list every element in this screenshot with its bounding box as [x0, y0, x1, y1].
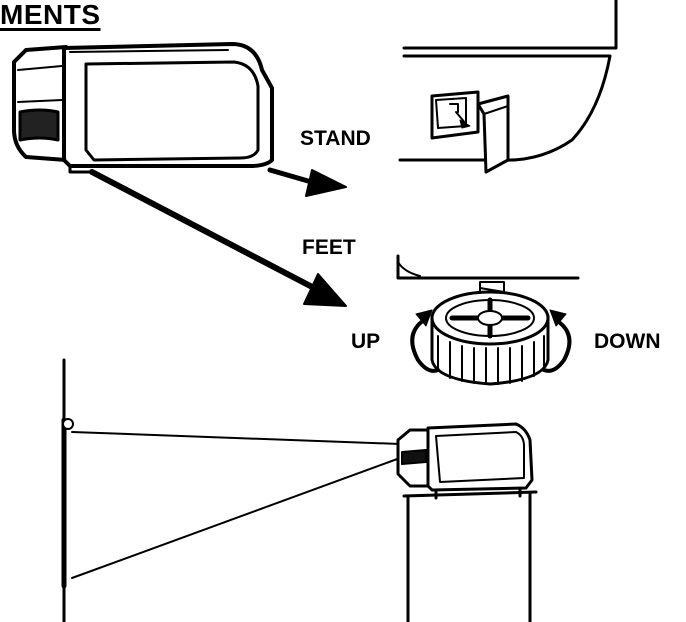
up-label: UP	[351, 330, 381, 353]
table	[402, 490, 538, 622]
projector-top-view	[12, 42, 274, 174]
projection-screen	[61, 358, 74, 622]
down-label: DOWN	[594, 330, 661, 353]
feet-label: FEET	[302, 236, 356, 259]
foot-adjuster-detail	[396, 254, 580, 386]
stand-label: STAND	[300, 127, 371, 150]
projector-on-table	[396, 422, 534, 500]
stand-detail	[398, 0, 618, 174]
arrow-to-stand	[267, 167, 347, 197]
projection-beam	[71, 431, 401, 579]
arrow-to-feet	[89, 169, 347, 307]
section-heading: MENTS	[0, 0, 101, 30]
